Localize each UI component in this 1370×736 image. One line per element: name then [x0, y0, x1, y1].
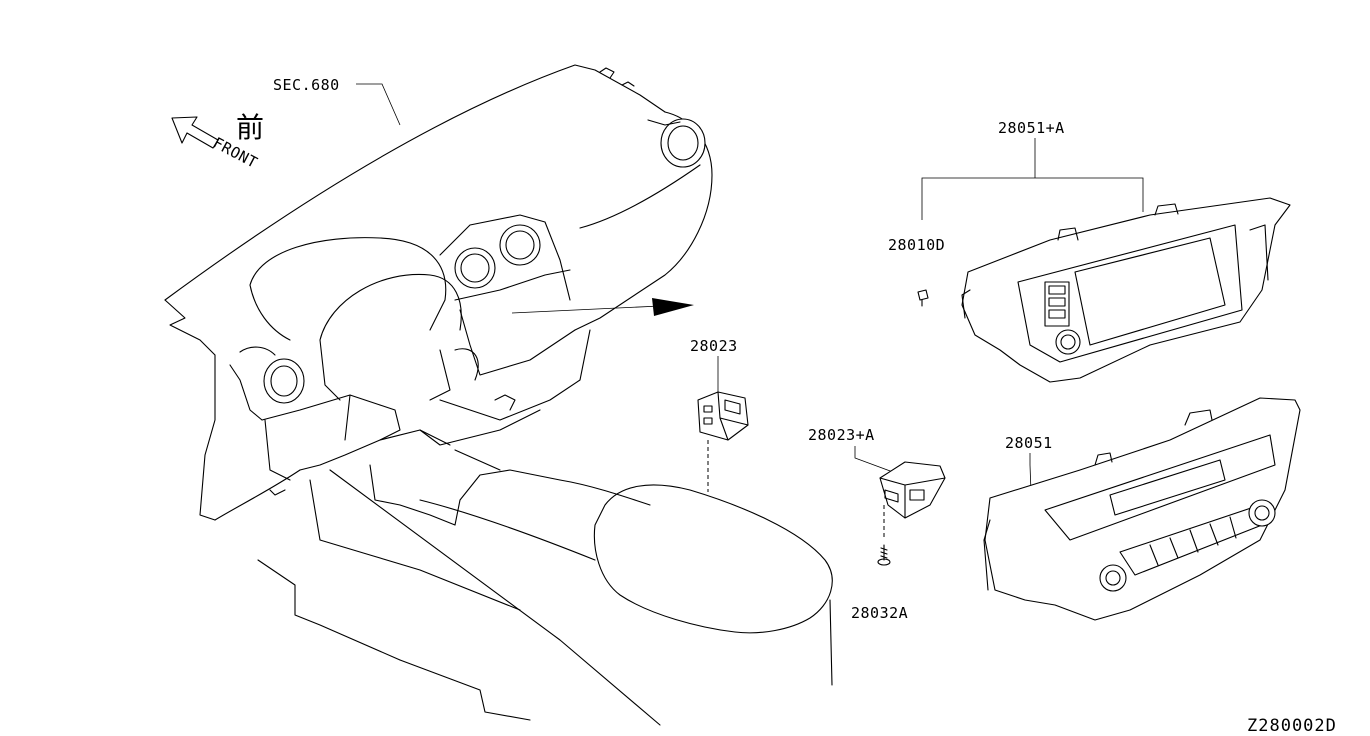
part-28010D-clip — [917, 289, 929, 307]
label-28051: 28051 — [1005, 434, 1053, 452]
part-28051-climate-control — [983, 397, 1301, 621]
label-28023A: 28023+A — [808, 426, 875, 444]
label-28023: 28023 — [690, 337, 738, 355]
pointer-arrowhead — [652, 298, 694, 316]
front-indicator: 前 FRONT — [171, 111, 264, 172]
part-28032A-screw — [877, 544, 891, 566]
part-28051A-display-unit — [961, 197, 1291, 383]
dashboard-illustration — [164, 64, 833, 726]
leader-sec680 — [356, 83, 401, 126]
diagram-id: Z280002D — [1247, 716, 1337, 736]
label-sec680: SEC.680 — [273, 76, 340, 94]
leader-28051A — [921, 177, 1144, 220]
part-28023-switch — [697, 391, 749, 441]
label-28032A: 28032A — [851, 604, 908, 622]
label-28051A: 28051+A — [998, 119, 1065, 137]
front-kanji: 前 — [236, 111, 264, 144]
label-28010D: 28010D — [888, 236, 945, 254]
leader-28023A — [854, 446, 894, 473]
part-28023A-switch — [879, 461, 946, 519]
front-arrow-icon — [171, 116, 219, 149]
